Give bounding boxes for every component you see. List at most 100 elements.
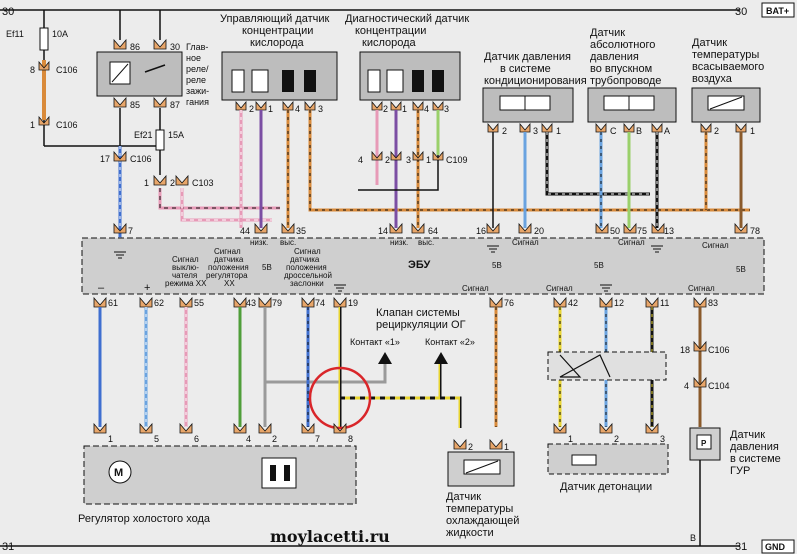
ect-title: Датчик bbox=[446, 491, 481, 503]
pin-label: 1 bbox=[108, 434, 113, 444]
ect-title: охлаждающей bbox=[446, 515, 519, 527]
ecu-sig-idle-switch: режима ХХ bbox=[165, 279, 207, 288]
ef11-label: Ef11 bbox=[6, 29, 24, 39]
pin-label: 2 bbox=[468, 442, 473, 452]
ecu-high-label-2: выс. bbox=[418, 238, 434, 247]
pin-label: 3 bbox=[444, 104, 449, 114]
ecu-pin-7: 7 bbox=[128, 226, 133, 236]
ecu-pin-19: 19 bbox=[348, 298, 358, 308]
ecu-pin-35: 35 bbox=[296, 226, 306, 236]
connector-c106-c103: 17 C106 1 2 C103 7 bbox=[100, 146, 280, 238]
o2-diagnostic-sensor: Диагностический датчик концентрации кисл… bbox=[345, 13, 469, 236]
map-title: во впускном bbox=[590, 63, 652, 75]
o2-diag-title: Диагностический датчик bbox=[345, 13, 469, 25]
pin-label: 3 bbox=[318, 104, 323, 114]
ecu-signal-ac: Сигнал bbox=[512, 238, 539, 247]
egr-contact2: Контакт «2» bbox=[425, 337, 475, 347]
egr-valve: Клапан системы рециркуляции ОГ Контакт «… bbox=[308, 307, 475, 430]
ecu-sig-idle-pos: регулятора bbox=[206, 271, 248, 280]
pin-label: 4 bbox=[424, 104, 429, 114]
iac-title: Регулятор холостого хода bbox=[78, 513, 211, 525]
ground-icon bbox=[487, 245, 499, 253]
ground-icon bbox=[600, 284, 612, 292]
ecu-sig-tps: заслонки bbox=[290, 279, 324, 288]
c106-label-4: C106 bbox=[708, 345, 730, 355]
motor-label: M bbox=[114, 467, 123, 479]
o2-control-sensor: Управляющий датчик концентрации кислород… bbox=[220, 13, 750, 236]
pin-label: 1 bbox=[556, 126, 561, 136]
bat-box bbox=[761, 2, 795, 18]
ps-title: ГУР bbox=[730, 465, 750, 477]
ecu-signal-ect: Сигнал bbox=[462, 284, 489, 293]
ecu-low-label-2: низк. bbox=[390, 238, 408, 247]
iac-motor: 1 5 6 4 2 7 8 M Регулятор холостого хода bbox=[78, 422, 357, 525]
ecu-pin-61: 61 bbox=[108, 298, 118, 308]
map-title: трубопроводе bbox=[590, 75, 661, 87]
ecu-pin-78: 78 bbox=[750, 226, 760, 236]
o2-diag-title: кислорода bbox=[362, 37, 417, 49]
ps-title: давления bbox=[730, 441, 779, 453]
o2-ctrl-title: концентрации bbox=[242, 25, 313, 37]
ground-icon bbox=[114, 251, 126, 259]
pin-label: 3 bbox=[533, 126, 538, 136]
egr-title: Клапан системы bbox=[376, 307, 460, 319]
ecu-bottom-pins: 61 62 55 43 79 74 19 76 42 12 11 83 bbox=[93, 296, 718, 308]
ecu-pin-42: 42 bbox=[568, 298, 578, 308]
ecu-sig-tps: положения bbox=[286, 263, 327, 272]
pin-label: 2 bbox=[272, 434, 277, 444]
ps-title: Датчик bbox=[730, 429, 765, 441]
c106-label-1: C106 bbox=[56, 65, 78, 75]
ect-title: жидкости bbox=[446, 527, 494, 539]
rail-label-30-right: 30 bbox=[735, 6, 747, 18]
pin-label: B bbox=[636, 126, 642, 136]
ecu-high-label: выс. bbox=[280, 238, 296, 247]
pin-label: 2 bbox=[614, 434, 619, 444]
ef21-label: Ef21 bbox=[134, 130, 153, 140]
ecu-signal-iat: Сигнал bbox=[702, 241, 729, 250]
o2-ctrl-title: Управляющий датчик bbox=[220, 13, 330, 25]
pin-label: 5 bbox=[154, 434, 159, 444]
relay-pin-85: 85 bbox=[130, 100, 140, 110]
ecu-sig-idle-switch: Сигнал bbox=[172, 255, 199, 264]
ecu-sig-idle-switch: выклю- bbox=[172, 263, 199, 272]
relay-label: ное bbox=[186, 53, 201, 63]
c104-label: C104 bbox=[708, 381, 730, 391]
main-relay: 86 30 85 87 Глав- ное реле/ реле зажи- г… bbox=[96, 10, 209, 146]
pin-label: 1 bbox=[30, 120, 35, 130]
pin-label: 1 bbox=[504, 442, 509, 452]
relay-label: зажи- bbox=[186, 86, 209, 96]
ecu-pin-16: 16 bbox=[476, 226, 486, 236]
map-title: давления bbox=[590, 51, 639, 63]
ecu-pin-44: 44 bbox=[240, 226, 250, 236]
pin-label: 2 bbox=[714, 126, 719, 136]
ecu-pin-12: 12 bbox=[614, 298, 624, 308]
ground-icons bbox=[114, 245, 663, 292]
pin-label: 1 bbox=[568, 434, 573, 444]
pin-label: 8 bbox=[348, 434, 353, 444]
ac-title: кондиционирования bbox=[484, 75, 587, 87]
relay-label: реле/ bbox=[186, 64, 209, 74]
ect-sensor: 2 1 Датчик температуры охлаждающей жидко… bbox=[446, 438, 519, 539]
ecu-minus: – bbox=[98, 282, 105, 294]
iat-title: Датчик bbox=[692, 37, 727, 49]
ecu-sig-tps: дроссельной bbox=[284, 271, 332, 280]
ps-pin-b: B bbox=[690, 533, 696, 543]
ef21-rating: 15A bbox=[168, 130, 184, 140]
pin-label: 2 bbox=[249, 104, 254, 114]
ecu-plus: + bbox=[144, 282, 150, 294]
pin-label: 2 bbox=[385, 155, 390, 165]
c106-label-2: C106 bbox=[56, 120, 78, 130]
ecu-low-label: низк. bbox=[250, 238, 268, 247]
egr-contact1: Контакт «1» bbox=[350, 337, 400, 347]
ecu-sig-tps: Сигнал bbox=[294, 247, 321, 256]
egr-title: рециркуляции ОГ bbox=[376, 319, 466, 331]
ground-icon bbox=[651, 245, 663, 253]
relay-label: гания bbox=[186, 97, 209, 107]
ac-pressure-sensor: Датчик давления в системе кондиционирова… bbox=[476, 51, 650, 236]
ps-title: в системе bbox=[730, 453, 781, 465]
ecu-pin-74: 74 bbox=[315, 298, 325, 308]
pin-label: 4 bbox=[684, 381, 689, 391]
watermark: moylacetti.ru bbox=[270, 527, 390, 546]
ecu-pin-55: 55 bbox=[194, 298, 204, 308]
pin-label: 8 bbox=[30, 65, 35, 75]
